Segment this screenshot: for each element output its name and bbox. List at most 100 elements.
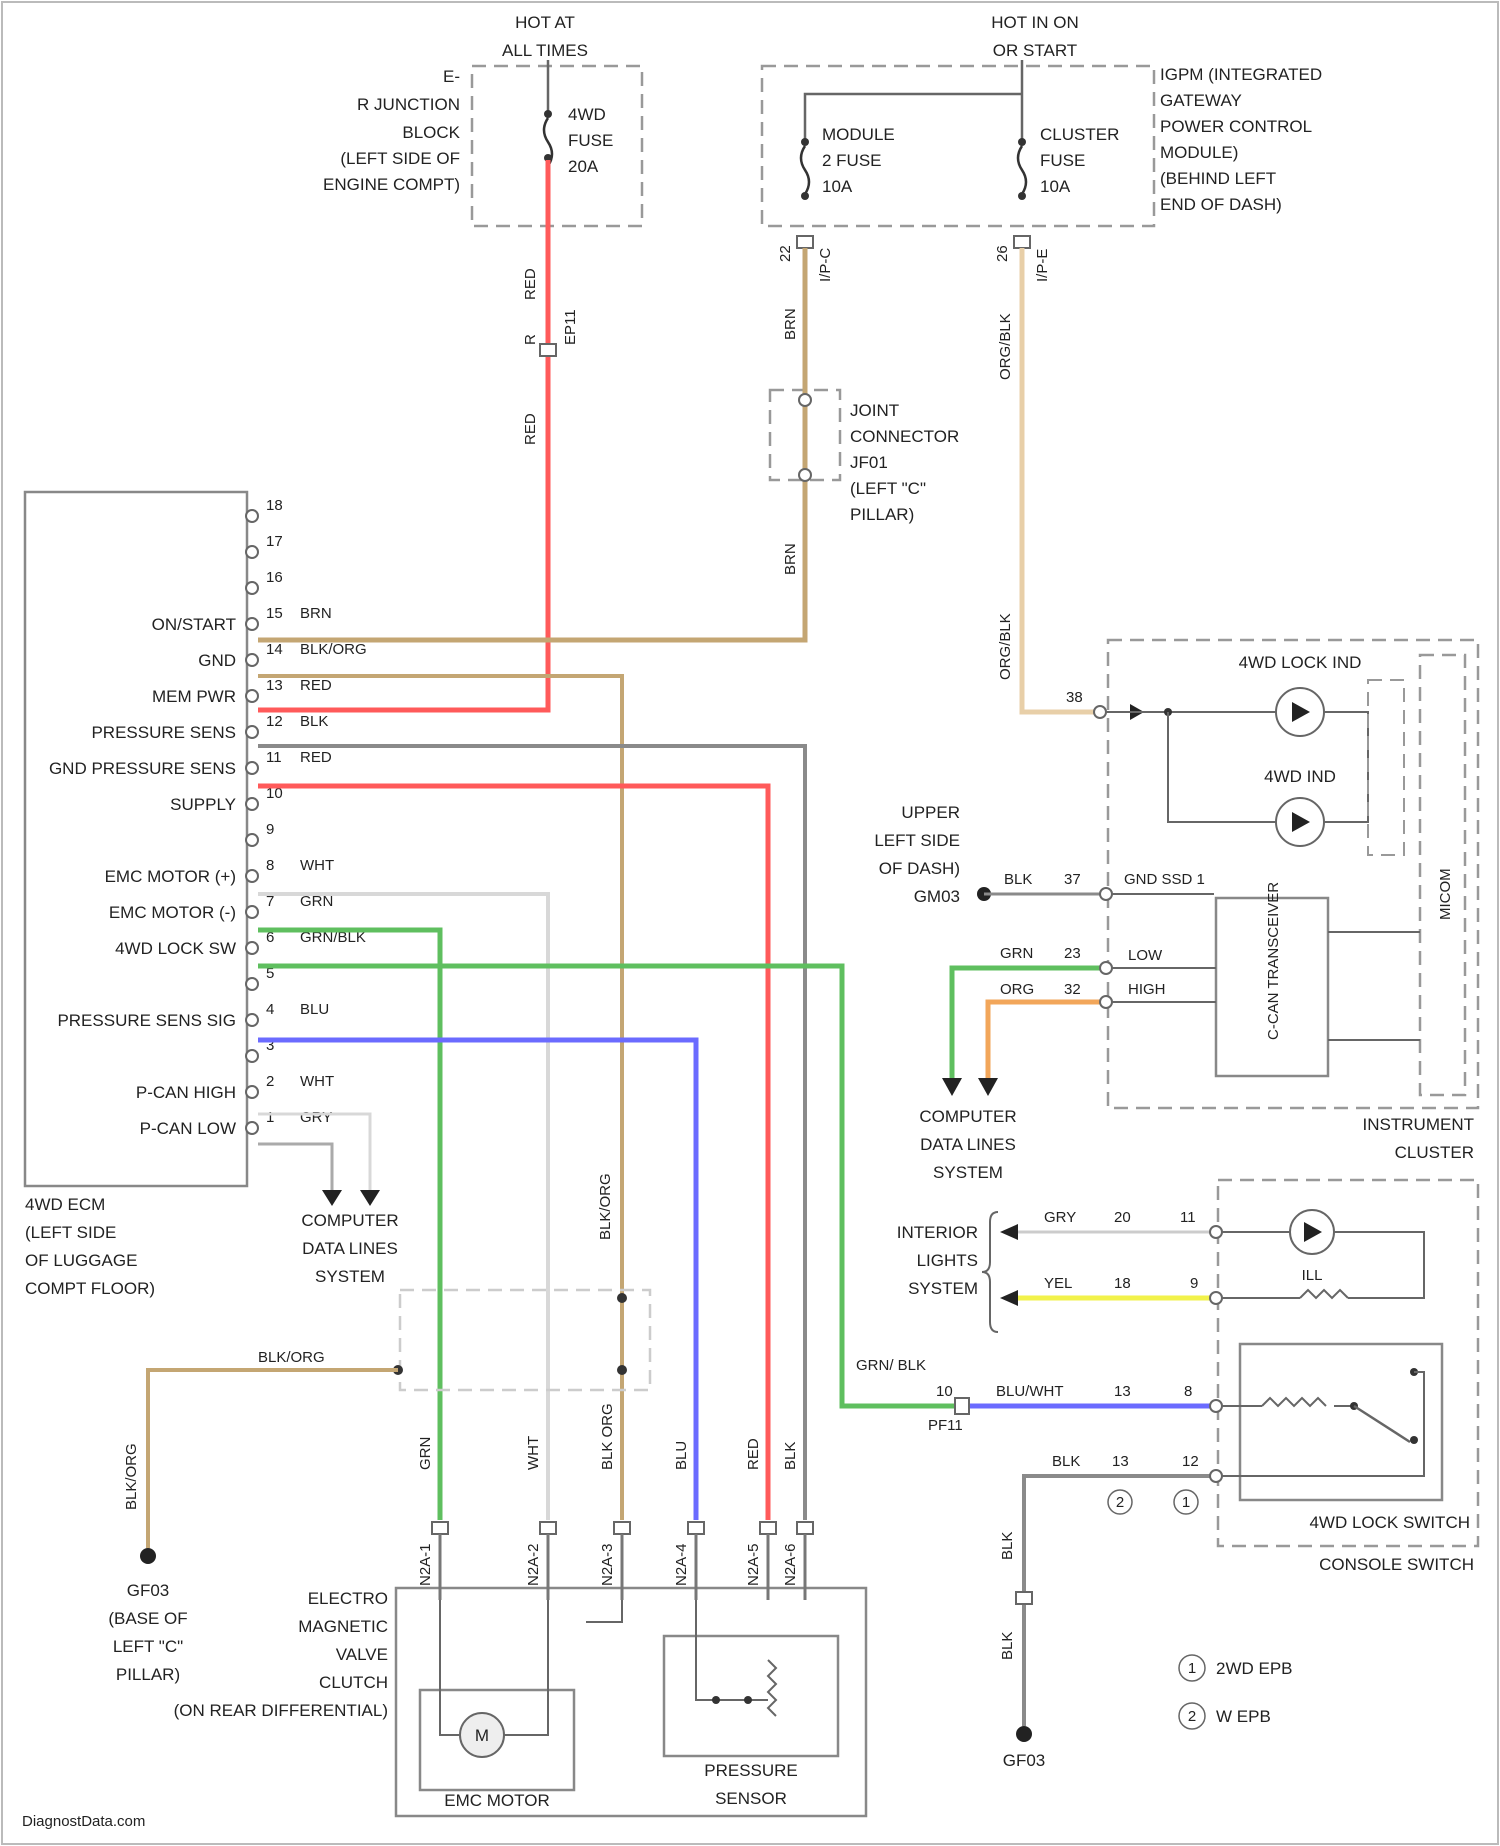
svg-text:10A: 10A	[822, 177, 853, 196]
wire-label-orgblk-1: ORG/BLK	[997, 313, 1014, 380]
sw-resistor-icon	[1262, 1398, 1326, 1406]
sw-pin-8: 8	[1184, 1383, 1192, 1400]
c-can-low-arrow	[942, 1078, 962, 1096]
ecm-pin-num-12: 12	[266, 713, 283, 730]
hot-at-all-times-1: HOT AT	[515, 13, 575, 32]
clutch-internal-wire	[586, 1600, 622, 1622]
interior-lights-label: INTERIOR LIGHTS SYSTEM	[897, 1223, 978, 1298]
ecm-pin-wire-2: WHT	[300, 1073, 334, 1090]
svg-text:CONNECTOR: CONNECTOR	[850, 427, 959, 446]
cluster-pin-23-conn	[1100, 962, 1112, 974]
ecm-location: 4WD ECM (LEFT SIDE OF LUGGAGE COMPT FLOO…	[25, 1195, 155, 1298]
ecm-pin-10	[246, 798, 258, 810]
wire-orgblk-cluster	[1022, 248, 1100, 712]
igpm-connectors: 22 I/P-C 26 I/P-E	[777, 236, 1051, 282]
svg-text:1: 1	[1188, 1660, 1196, 1677]
footer-watermark: DiagnostData.com	[22, 1813, 145, 1830]
hot-in-on-start-2: OR START	[993, 41, 1077, 60]
svg-text:COMPUTER: COMPUTER	[919, 1107, 1016, 1126]
emc-pin-label-2: N2A-2	[525, 1543, 542, 1586]
cluster-pin-38: 38	[1066, 689, 1083, 706]
wire-blkorg-ground	[148, 1370, 398, 1548]
svg-text:(LEFT "C": (LEFT "C"	[850, 479, 926, 498]
ecm-pin-num-17: 17	[266, 533, 283, 550]
svg-text:FUSE: FUSE	[1040, 151, 1085, 170]
ecm-pin-15	[246, 618, 258, 630]
hot-in-on-start-1: HOT IN ON	[991, 13, 1079, 32]
interior-lights-arrow-1	[1000, 1224, 1018, 1240]
motor-internal-wire-a	[440, 1600, 460, 1735]
wire-label-blk-sw: BLK	[1052, 1453, 1080, 1470]
sensor-resistor-icon	[768, 1660, 776, 1716]
svg-text:DATA LINES: DATA LINES	[302, 1239, 398, 1258]
wire-label-grn-blk: GRN/ BLK	[856, 1357, 926, 1374]
wire-label-org-can: ORG	[1000, 981, 1034, 998]
ecm-pin-wire-1: GRY	[300, 1109, 332, 1126]
ecm-pin-14	[246, 654, 258, 666]
emc-pin-label-5: N2A-5	[745, 1543, 762, 1586]
svg-text:JOINT: JOINT	[850, 401, 899, 420]
ecm-pin-4	[246, 1014, 258, 1026]
svg-text:I/P-C: I/P-C	[817, 248, 834, 282]
svg-text:GATEWAY: GATEWAY	[1160, 91, 1242, 110]
ecm-pin-13	[246, 690, 258, 702]
ill-resistor-icon	[1300, 1290, 1348, 1298]
emc-box	[396, 1588, 866, 1816]
svg-text:LIGHTS: LIGHTS	[917, 1251, 978, 1270]
ecm-pin-6	[246, 942, 258, 954]
svg-text:POWER CONTROL: POWER CONTROL	[1160, 117, 1312, 136]
sw-conn-8	[1210, 1400, 1222, 1412]
svg-text:ELECTRO: ELECTRO	[308, 1589, 388, 1608]
ill-label: ILL	[1302, 1267, 1323, 1284]
svg-text:MAGNETIC: MAGNETIC	[298, 1617, 388, 1636]
ecm-pin-1	[246, 1122, 258, 1134]
ecm-pin-2	[246, 1086, 258, 1098]
emc-pin-connector-3	[614, 1522, 630, 1534]
emc-motor-label: EMC MOTOR	[444, 1791, 549, 1810]
ecm-pin-num-2: 2	[266, 1073, 274, 1090]
cluster-pin-37-conn	[1100, 888, 1112, 900]
emc-pin-connector-5	[760, 1522, 776, 1534]
sw-pin-9: 9	[1190, 1275, 1198, 1292]
ecm-pin-num-8: 8	[266, 857, 274, 874]
svg-text:LEFT SIDE: LEFT SIDE	[874, 831, 960, 850]
pcan-high-arrow	[360, 1190, 380, 1206]
svg-text:SENSOR: SENSOR	[715, 1789, 787, 1808]
svg-text:OF LUGGAGE: OF LUGGAGE	[25, 1251, 137, 1270]
joint-pin-a	[799, 394, 811, 406]
sw-pin-18: 18	[1114, 1275, 1131, 1292]
svg-text:COMPUTER: COMPUTER	[301, 1211, 398, 1230]
igpm-location: IGPM (INTEGRATED GATEWAY POWER CONTROL M…	[1160, 65, 1322, 214]
svg-text:INTERIOR: INTERIOR	[897, 1223, 978, 1242]
ecm-data-lines-label: COMPUTER DATA LINES SYSTEM	[301, 1211, 398, 1286]
gf03-connector	[1016, 1592, 1032, 1604]
emc-pin-connector-6	[797, 1522, 813, 1534]
pressure-sensor-box	[664, 1636, 838, 1756]
svg-text:W EPB: W EPB	[1216, 1707, 1271, 1726]
ecm-pin-wire-15: BRN	[300, 605, 332, 622]
wire-label-red-1: RED	[522, 268, 539, 300]
emc-wire-label-5: RED	[745, 1438, 762, 1470]
ecm-pin-3	[246, 1050, 258, 1062]
svg-text:PILLAR): PILLAR)	[116, 1665, 180, 1684]
ecm-pin-wire-11: RED	[300, 749, 332, 766]
interior-lights-brace	[982, 1212, 998, 1332]
c-can-transceiver-label: C-CAN TRANSCEIVER	[1265, 882, 1282, 1040]
svg-text:ENGINE COMPT): ENGINE COMPT)	[323, 175, 460, 194]
svg-text:CLUSTER: CLUSTER	[1040, 125, 1119, 144]
ecm-pin-wire-12: BLK	[300, 713, 328, 730]
sensor-internal-wire	[696, 1600, 768, 1700]
joint-pin-b	[799, 469, 811, 481]
svg-text:(BASE OF: (BASE OF	[108, 1609, 187, 1628]
micom-label: MICOM	[1437, 868, 1454, 920]
ground-gf03-right	[1016, 1726, 1032, 1742]
emc-pin-label-3: N2A-3	[599, 1543, 616, 1586]
ecm-pin-func-10: SUPPLY	[170, 795, 236, 814]
ground-left-label: GF03 (BASE OF LEFT "C" PILLAR)	[108, 1581, 187, 1684]
emc-wire-label-4: BLU	[673, 1441, 690, 1470]
svg-text:INSTRUMENT: INSTRUMENT	[1363, 1115, 1474, 1134]
pcan-low-arrow	[322, 1190, 342, 1206]
sensor-dot-1	[712, 1696, 720, 1704]
ground-right-label: GF03	[1003, 1751, 1046, 1770]
